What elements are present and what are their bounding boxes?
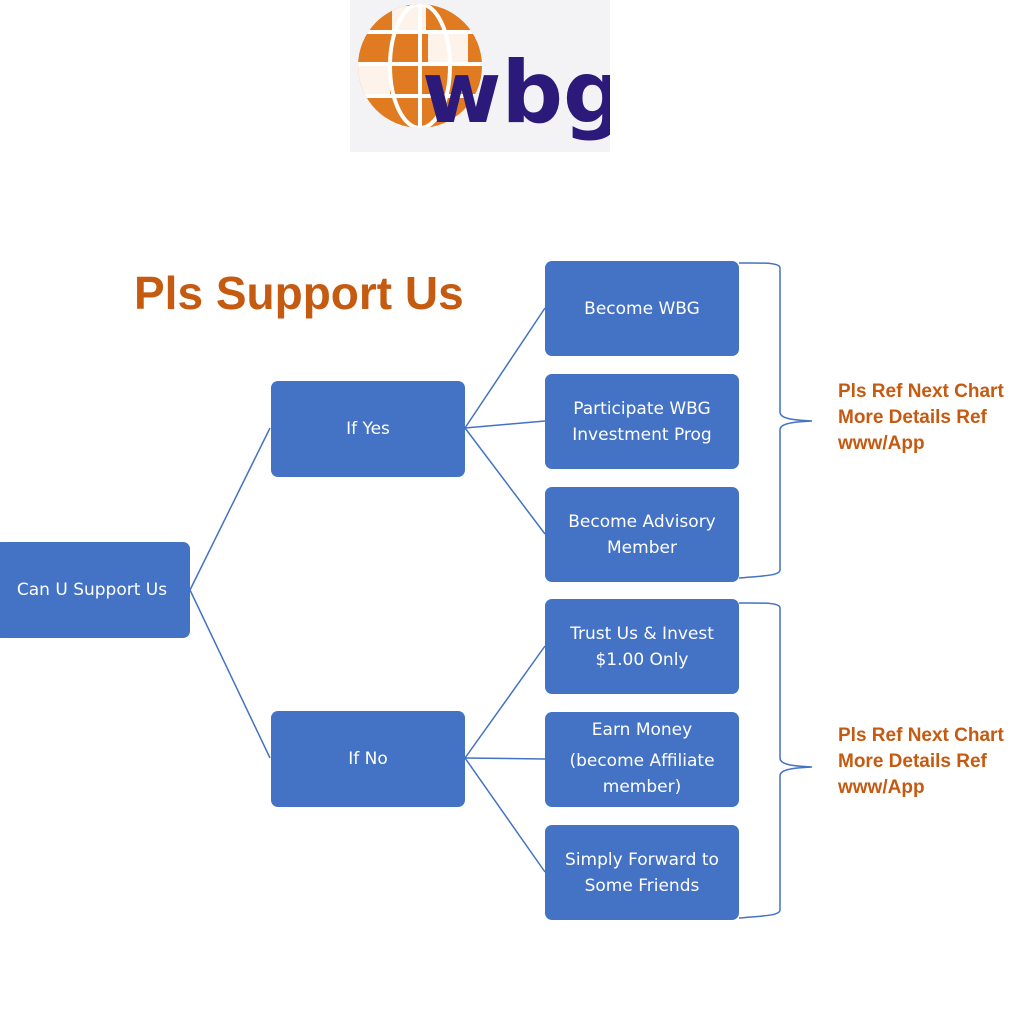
node-if-yes: If Yes bbox=[271, 381, 465, 477]
connector-no-3 bbox=[464, 757, 546, 873]
logo-text: wbg bbox=[422, 43, 610, 143]
node-text-line: Become WBG bbox=[584, 298, 700, 319]
node-text-line: member) bbox=[602, 776, 682, 797]
node-become-advisory: Become Advisory Member bbox=[545, 487, 739, 582]
node-text-line: Member bbox=[607, 537, 677, 558]
node-text-line: Simply Forward to bbox=[565, 849, 719, 870]
connector-yes-2 bbox=[464, 420, 546, 429]
note-line: More Details Ref bbox=[838, 407, 987, 428]
note-line: Pls Ref Next Chart bbox=[838, 381, 1004, 402]
node-text-line: Earn Money bbox=[591, 719, 693, 740]
node-text-line: Trust Us & Invest bbox=[570, 623, 714, 644]
wbg-logo: wbg bbox=[350, 0, 610, 152]
note-lower: Pls Ref Next Chart More Details Ref www/… bbox=[838, 723, 1004, 801]
node-forward-friends: Simply Forward to Some Friends bbox=[545, 825, 739, 920]
node-root-label: Can U Support Us bbox=[16, 580, 168, 600]
node-text-line: Participate WBG bbox=[573, 398, 711, 419]
brace-upper bbox=[738, 262, 813, 579]
node-participate-investment: Participate WBG Investment Prog bbox=[545, 374, 739, 469]
node-if-no-label: If No bbox=[348, 749, 388, 769]
note-upper: Pls Ref Next Chart More Details Ref www/… bbox=[838, 379, 1004, 457]
connector-yes-1 bbox=[464, 307, 546, 429]
node-if-no: If No bbox=[271, 711, 465, 807]
note-line: Pls Ref Next Chart bbox=[838, 725, 1004, 746]
node-root: Can U Support Us bbox=[0, 542, 190, 638]
page-title: Pls Support Us bbox=[134, 267, 464, 319]
connector-no-1 bbox=[464, 645, 546, 759]
node-text-line: (become Affiliate bbox=[569, 750, 715, 771]
globe-logo-icon: wbg bbox=[358, 4, 610, 143]
brace-lower bbox=[738, 602, 813, 919]
node-if-yes-label: If Yes bbox=[346, 419, 390, 439]
node-text-line: Investment Prog bbox=[572, 424, 712, 445]
node-text-line: $1.00 Only bbox=[595, 649, 689, 670]
node-trust-invest: Trust Us & Invest $1.00 Only bbox=[545, 599, 739, 694]
connector-no-2 bbox=[464, 757, 546, 760]
connector-root-no bbox=[189, 589, 271, 759]
node-earn-money: Earn Money (become Affiliate member) bbox=[545, 712, 739, 807]
note-line: www/App bbox=[838, 433, 925, 454]
note-line: www/App bbox=[838, 777, 925, 798]
node-text-line: Some Friends bbox=[584, 875, 700, 896]
connector-root-yes bbox=[189, 427, 271, 591]
node-text-line: Become Advisory bbox=[568, 511, 716, 532]
connector-yes-3 bbox=[464, 427, 546, 535]
node-become-wbg: Become WBG bbox=[545, 261, 739, 356]
note-line: More Details Ref bbox=[838, 751, 987, 772]
